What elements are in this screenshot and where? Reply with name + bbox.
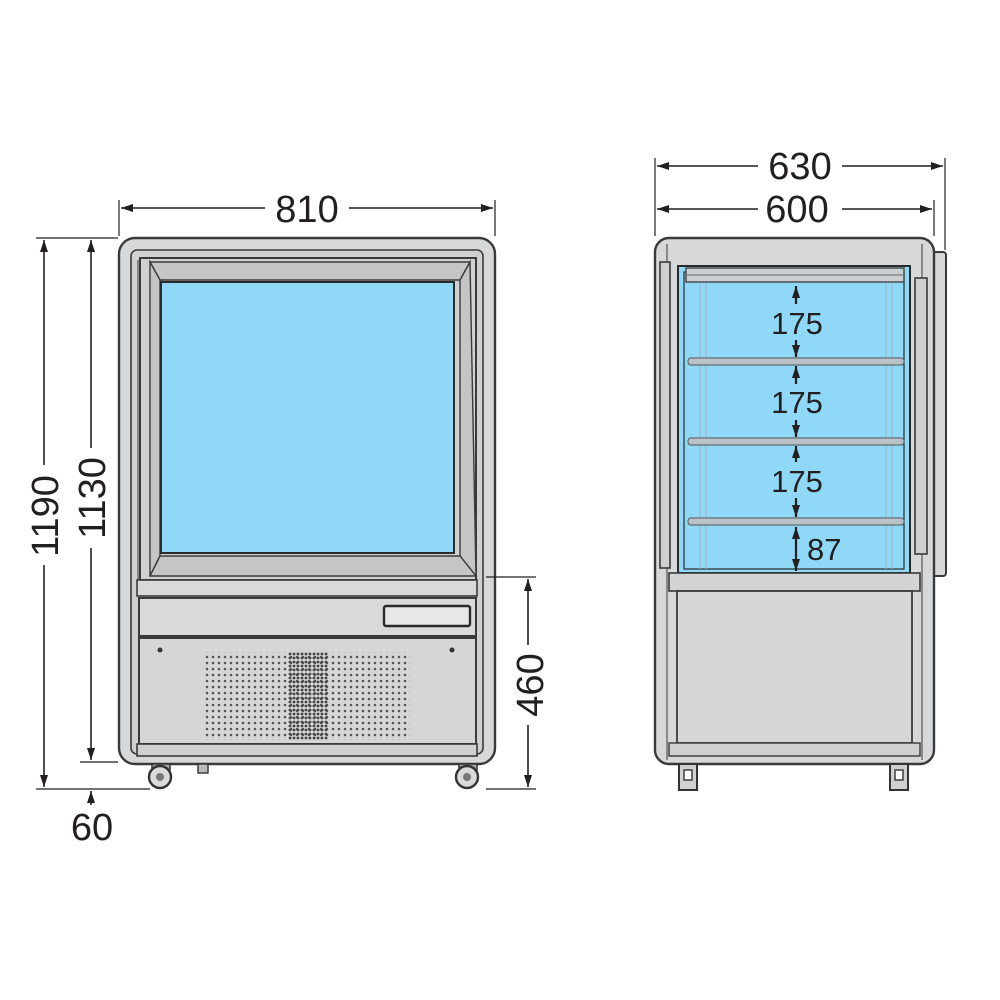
shelf-gap-3-label: 175 [771,464,823,499]
shelf-gap-2-label: 175 [771,385,823,420]
front-counter-strip [136,579,478,597]
front-wheel-right [454,763,480,790]
side-shelf-2 [687,437,905,446]
dim-1190-label: 1190 [25,475,67,557]
dim-600-label: 600 [765,189,828,231]
side-lower-panel [676,590,913,744]
shelf-gap-4-label: 87 [807,532,841,567]
dim-810-label: 810 [275,189,338,231]
side-view: 175 175 175 87 630 600 [653,144,947,791]
dim-60-label: 60 [71,807,113,849]
side-wheel-right [889,763,909,791]
side-rear-door-profile [914,277,928,555]
dim-630-label: 630 [768,146,831,188]
front-glass-panel [160,281,455,554]
side-shelf-3 [687,517,905,526]
side-wheel-left [678,763,698,791]
shelf-gap-1-label: 175 [771,306,823,341]
side-shelf-1 [687,357,905,366]
front-vent-grille-center [288,652,328,740]
front-view: 810 1190 1130 460 60 [24,186,552,849]
dim-1130-label: 1130 [72,457,114,539]
front-foot-center [197,763,209,774]
front-display-slot [382,604,472,628]
side-front-door-profile [659,261,671,569]
front-wheel-left [147,763,173,790]
front-control-panel [138,597,477,637]
dim-460-label: 460 [510,653,552,716]
